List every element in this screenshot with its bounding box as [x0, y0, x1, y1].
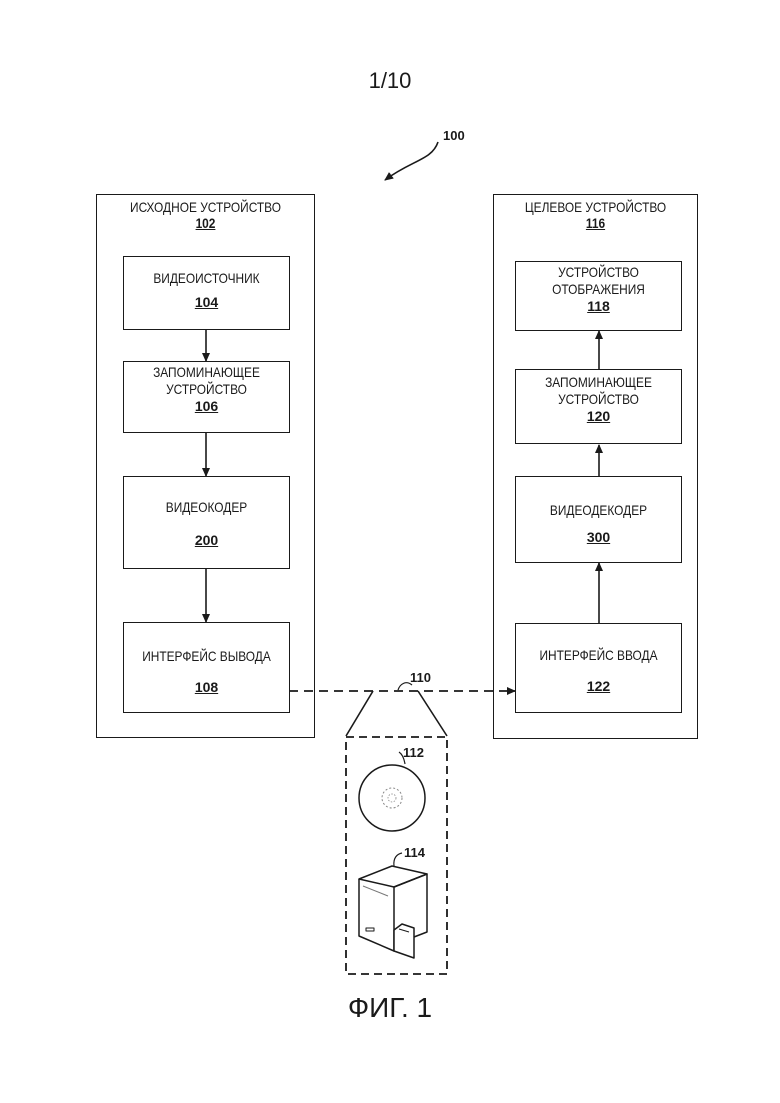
figure-caption: ФИГ. 1: [0, 992, 780, 1024]
target-memory-label-2: УСТРОЙСТВО: [528, 391, 668, 408]
system-ref-arrow: [385, 142, 438, 180]
video-source-label: ВИДЕОИСТОЧНИК: [136, 270, 276, 287]
disc-icon: [359, 765, 425, 831]
source-memory-ref: 106: [124, 398, 289, 415]
server-leader: [394, 853, 402, 866]
input-interface-label: ИНТЕРФЕЙС ВВОДА: [528, 647, 668, 664]
server-icon: [359, 866, 427, 958]
display-device-box: УСТРОЙСТВО ОТОБРАЖЕНИЯ 118: [515, 261, 682, 331]
output-interface-ref: 108: [124, 679, 289, 696]
source-device-ref: 102: [113, 215, 297, 231]
source-memory-label-1: ЗАПОМИНАЮЩЕЕ: [136, 364, 276, 381]
display-device-ref: 118: [516, 298, 681, 315]
video-source-ref: 104: [124, 294, 289, 311]
video-encoder-ref: 200: [124, 532, 289, 549]
video-encoder-label: ВИДЕОКОДЕР: [136, 499, 276, 516]
source-device-title: ИСХОДНОЕ УСТРОЙСТВО 102: [113, 199, 297, 231]
source-memory-label-2: УСТРОЙСТВО: [136, 381, 276, 398]
funnel-left: [346, 691, 373, 736]
target-memory-box: ЗАПОМИНАЮЩЕЕ УСТРОЙСТВО 120: [515, 369, 682, 444]
video-decoder-box: ВИДЕОДЕКОДЕР 300: [515, 476, 682, 563]
video-source-box: ВИДЕОИСТОЧНИК 104: [123, 256, 290, 330]
target-device-title-text: ЦЕЛЕВОЕ УСТРОЙСТВО: [525, 199, 666, 215]
channel-ref-label: 110: [410, 670, 431, 685]
display-device-label-1: УСТРОЙСТВО: [528, 264, 668, 281]
input-interface-ref: 122: [516, 678, 681, 695]
source-memory-box: ЗАПОМИНАЮЩЕЕ УСТРОЙСТВО 106: [123, 361, 290, 433]
funnel-right: [418, 691, 447, 736]
file-server-ref-label: 114: [404, 845, 425, 860]
video-encoder-box: ВИДЕОКОДЕР 200: [123, 476, 290, 569]
output-interface-label: ИНТЕРФЕЙС ВЫВОДА: [136, 648, 276, 665]
storage-media-ref-label: 112: [403, 745, 424, 760]
system-ref-label: 100: [443, 128, 465, 143]
video-decoder-label: ВИДЕОДЕКОДЕР: [528, 502, 668, 519]
target-memory-label-1: ЗАПОМИНАЮЩЕЕ: [528, 374, 668, 391]
target-memory-ref: 120: [516, 408, 681, 425]
target-device-ref: 116: [509, 215, 682, 231]
display-device-label-2: ОТОБРАЖЕНИЯ: [528, 281, 668, 298]
source-device-title-text: ИСХОДНОЕ УСТРОЙСТВО: [130, 199, 281, 215]
video-decoder-ref: 300: [516, 529, 681, 546]
output-interface-box: ИНТЕРФЕЙС ВЫВОДА 108: [123, 622, 290, 713]
input-interface-box: ИНТЕРФЕЙС ВВОДА 122: [515, 623, 682, 713]
target-device-title: ЦЕЛЕВОЕ УСТРОЙСТВО 116: [509, 199, 682, 231]
